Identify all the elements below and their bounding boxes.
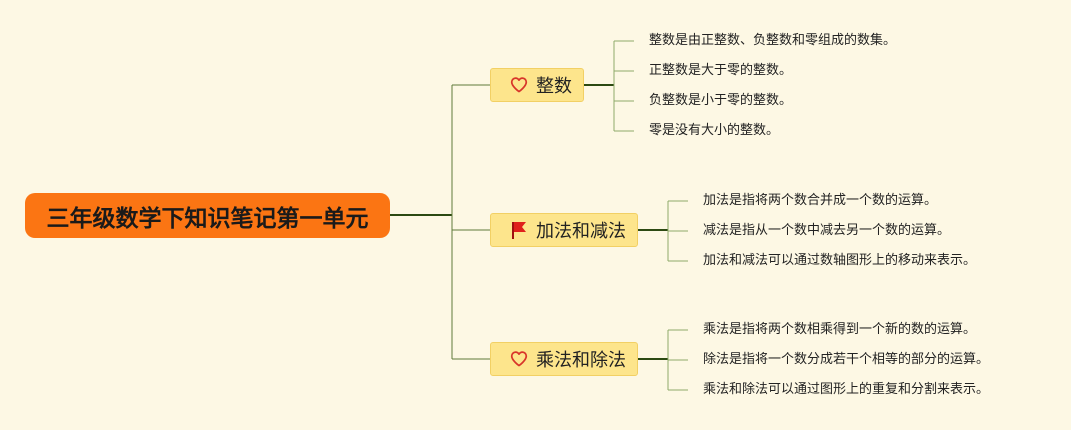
root-topic[interactable]: 三年级数学下知识笔记第一单元 [25, 193, 390, 238]
branch-topic-addition-subtraction[interactable]: 加法和减法 [490, 213, 638, 247]
branch-label: 乘法和除法 [536, 350, 626, 371]
leaf-item: 正整数是大于零的整数。 [649, 63, 793, 78]
heart-icon [509, 75, 529, 95]
branch-label: 加法和减法 [536, 221, 626, 242]
root-topic-label: 三年级数学下知识笔记第一单元 [46, 205, 369, 232]
branch-topic-multiplication-division[interactable]: 乘法和除法 [490, 342, 638, 376]
leaf-item: 乘法是指将两个数相乘得到一个新的数的运算。 [703, 322, 977, 337]
red-flag-icon [509, 220, 529, 240]
heart-icon [509, 349, 529, 369]
leaf-item: 除法是指将一个数分成若干个相等的部分的运算。 [703, 352, 990, 367]
branch-label: 整数 [536, 76, 572, 97]
branch-topic-integers[interactable]: 整数 [490, 68, 584, 102]
leaf-item: 乘法和除法可以通过图形上的重复和分割来表示。 [703, 382, 990, 397]
leaf-item: 零是没有大小的整数。 [649, 123, 780, 138]
leaf-item: 负整数是小于零的整数。 [649, 93, 793, 108]
leaf-item: 减法是指从一个数中减去另一个数的运算。 [703, 223, 951, 238]
leaf-item: 加法和减法可以通过数轴图形上的移动来表示。 [703, 253, 977, 268]
leaf-item: 加法是指将两个数合并成一个数的运算。 [703, 193, 938, 208]
leaf-item: 整数是由正整数、负整数和零组成的数集。 [649, 33, 897, 48]
